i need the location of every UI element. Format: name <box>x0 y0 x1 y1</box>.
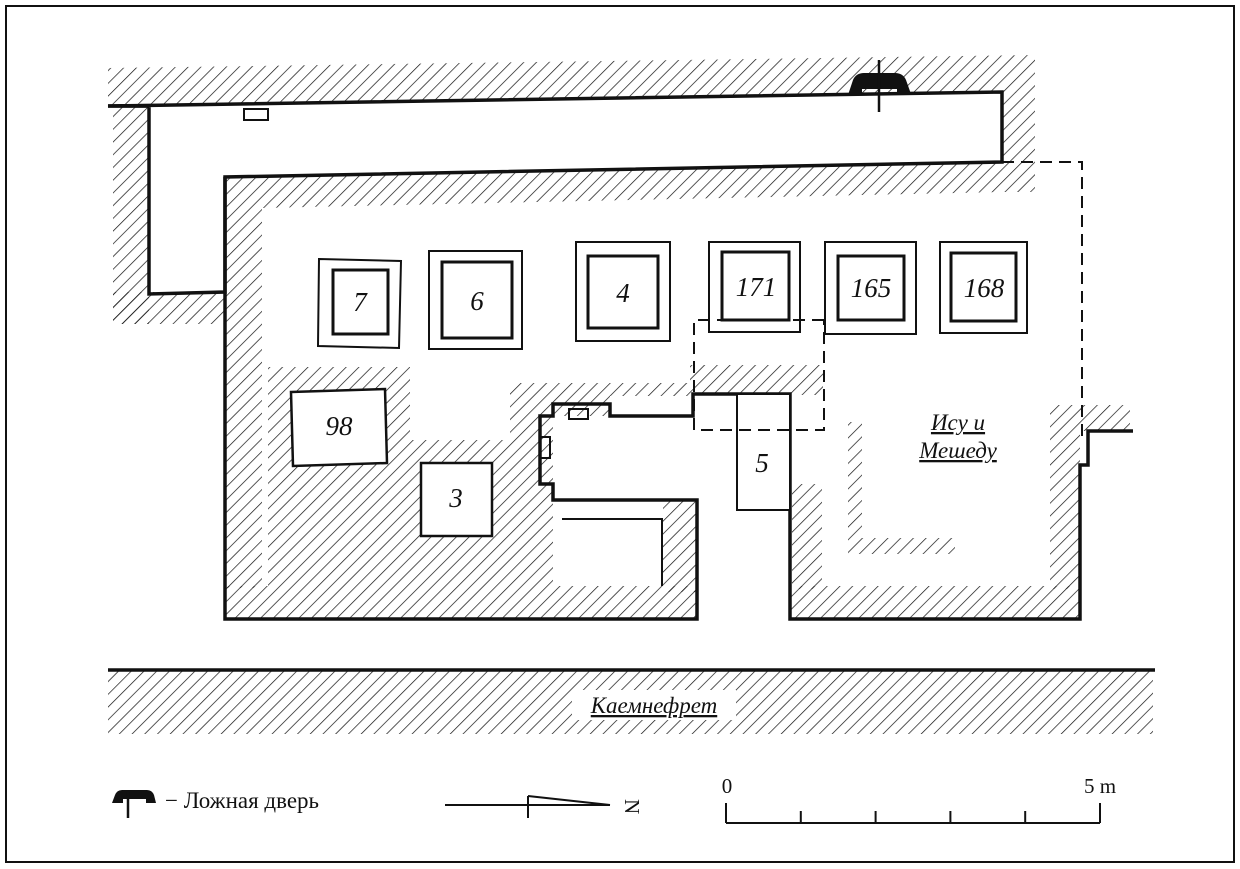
hatch-corridor-right <box>1002 92 1035 192</box>
shafts: 7 6 4 171 165 168 <box>289 241 1028 538</box>
scale-end-label: 5 m <box>1084 774 1116 798</box>
hatch-chapel-wall <box>663 500 697 592</box>
legend: − Ложная дверь <box>112 788 319 818</box>
shaft-label: 165 <box>851 273 892 303</box>
scale-start-label: 0 <box>722 774 733 798</box>
shaft-168: 168 <box>939 241 1028 334</box>
scale-bar: 0 5 m <box>722 774 1116 824</box>
street-label: Каемнефрет <box>590 693 717 718</box>
hatch-inner-top <box>225 163 1002 588</box>
street-label-bg <box>572 690 736 720</box>
shaft-label: 168 <box>964 273 1005 303</box>
shaft-label: 3 <box>448 483 463 513</box>
niche-upper <box>568 408 589 420</box>
shaft-171: 171 <box>708 241 801 333</box>
shaft-label: 5 <box>755 448 769 478</box>
shaft-label: 171 <box>736 272 777 302</box>
hatch-bottom-east <box>790 586 1080 619</box>
chapel-inner <box>562 518 663 586</box>
hatch-east-inner-left <box>792 484 822 589</box>
shaft-3: 3 <box>419 461 494 538</box>
hatch-left-bottom <box>113 292 225 324</box>
false-door-legend-icon <box>112 790 156 818</box>
hatch-corridor-left <box>113 106 149 324</box>
dashed-outline-east <box>1002 161 1083 440</box>
figure-frame <box>5 5 1235 863</box>
shaft-6: 6 <box>428 250 523 350</box>
shaft-label: 98 <box>326 411 354 441</box>
hatched-masonry <box>108 55 1153 734</box>
shaft-label: 7 <box>353 287 368 317</box>
shaft-label: 4 <box>616 278 630 308</box>
shaft-5-block <box>736 393 791 511</box>
shaft-165: 165 <box>824 241 917 335</box>
tomb-label-line1: Ису и <box>930 410 985 435</box>
niche-left <box>539 436 551 459</box>
shaft-label: 6 <box>470 286 484 316</box>
north-arrow: N <box>445 795 644 818</box>
hatch-east-wall <box>1050 405 1080 589</box>
tomb-label-line2: Мешеду <box>918 438 997 463</box>
hatch-bottom-west <box>225 586 697 619</box>
false-door-legend-label: − Ложная дверь <box>165 788 319 813</box>
niche-corridor <box>243 108 269 121</box>
hatch-east-ledge <box>1080 405 1130 431</box>
north-label: N <box>620 799 644 814</box>
hatch-corridor-top <box>108 55 1035 106</box>
hatch-strip-5 <box>690 365 823 395</box>
hatch-l-wall <box>848 422 955 554</box>
wall-outlines <box>107 90 1133 621</box>
shaft-7: 7 <box>316 257 403 350</box>
west-chamber-outline <box>223 177 1133 621</box>
shaft-4: 4 <box>575 241 671 342</box>
false-door-symbol <box>848 60 911 112</box>
shaft-98: 98 <box>289 387 389 468</box>
